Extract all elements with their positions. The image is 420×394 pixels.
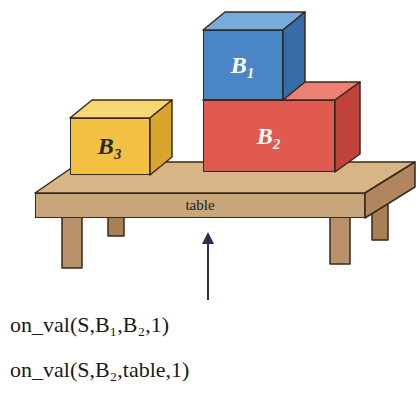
table-front: table (35, 193, 365, 218)
block-cube: B₁ (203, 30, 283, 100)
block-cube: B₃ (70, 118, 150, 175)
arrow-head (202, 232, 214, 244)
cube-side (150, 100, 172, 175)
pointer-arrow (207, 242, 209, 300)
table-leg (62, 214, 82, 268)
block-name: B₁ (231, 52, 255, 79)
cube-side (335, 82, 360, 172)
cube-side (283, 12, 305, 100)
table-side (365, 162, 415, 218)
table-label: table (185, 197, 214, 214)
predicate-label: on_val(S,B₂,table,1) (10, 357, 189, 383)
predicate-label: on_val(S,B₁,B₂,1) (10, 312, 169, 338)
block-name: B₃ (98, 133, 122, 160)
block-cube: B₂ (203, 100, 335, 172)
table-leg (330, 214, 350, 264)
block-name: B₂ (257, 123, 281, 150)
